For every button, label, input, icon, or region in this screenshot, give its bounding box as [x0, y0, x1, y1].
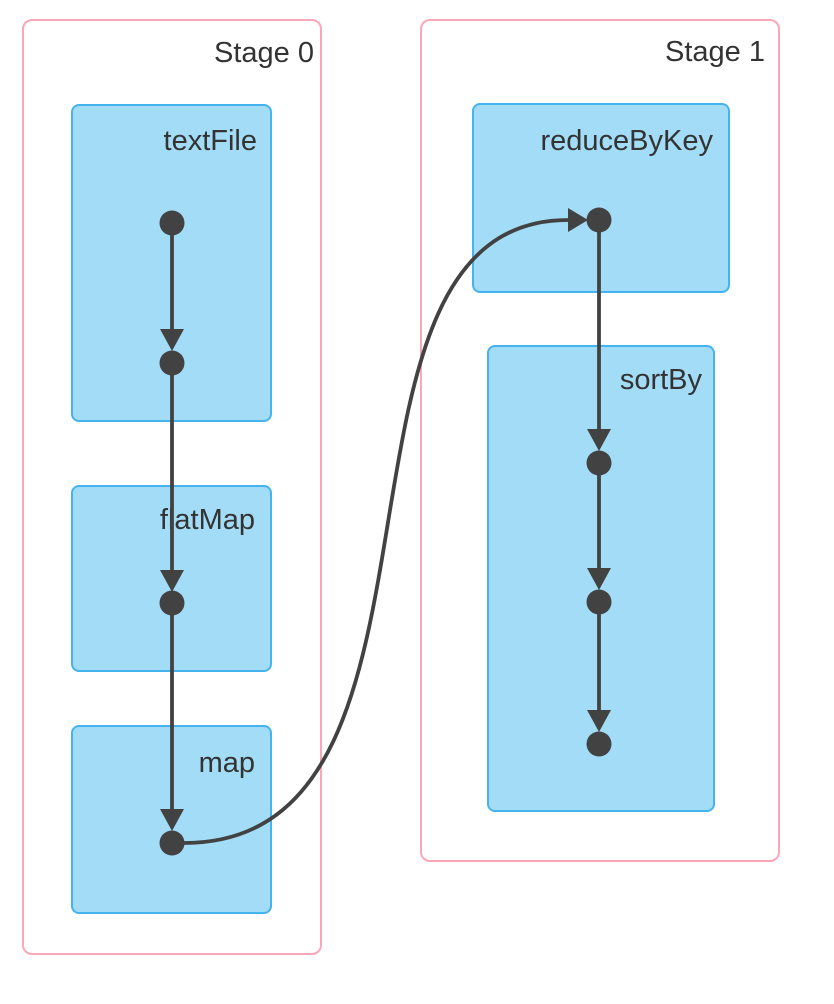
arrowhead-down-icon — [587, 429, 611, 451]
rdd-node-dot-textfile-1[interactable] — [159, 210, 185, 236]
rdd-node-dot-flatmap-1[interactable] — [159, 590, 185, 616]
rdd-node-dot-sortby-3[interactable] — [586, 731, 612, 757]
arrowhead-down-icon — [160, 570, 184, 592]
stage-0-label: Stage 0 — [214, 37, 314, 69]
operation-label-sortby: sortBy — [619, 364, 702, 396]
rdd-node-dot-textfile-2[interactable] — [159, 350, 185, 376]
arrowhead-down-icon — [160, 329, 184, 351]
operation-label-textfile: textFile — [163, 125, 257, 157]
rdd-node-dot-sortby-1[interactable] — [586, 450, 612, 476]
edge-map1-reducebykey1-shuffle — [183, 218, 569, 845]
arrowhead-down-icon — [160, 809, 184, 831]
arrowhead-right-icon — [568, 208, 588, 232]
rdd-node-dot-sortby-2[interactable] — [586, 589, 612, 615]
rdd-node-dot-map-1[interactable] — [159, 830, 185, 856]
operation-label-flatmap: flatMap — [159, 504, 255, 536]
operation-label-reducebykey: reduceByKey — [540, 125, 714, 157]
rdd-node-dot-reducebykey-1[interactable] — [586, 207, 612, 233]
arrowhead-down-icon — [587, 710, 611, 732]
operation-label-map: map — [198, 747, 255, 779]
operation-cluster-reducebykey[interactable] — [472, 103, 730, 293]
stage-1-label: Stage 1 — [665, 36, 765, 68]
arrowhead-down-icon — [587, 568, 611, 590]
